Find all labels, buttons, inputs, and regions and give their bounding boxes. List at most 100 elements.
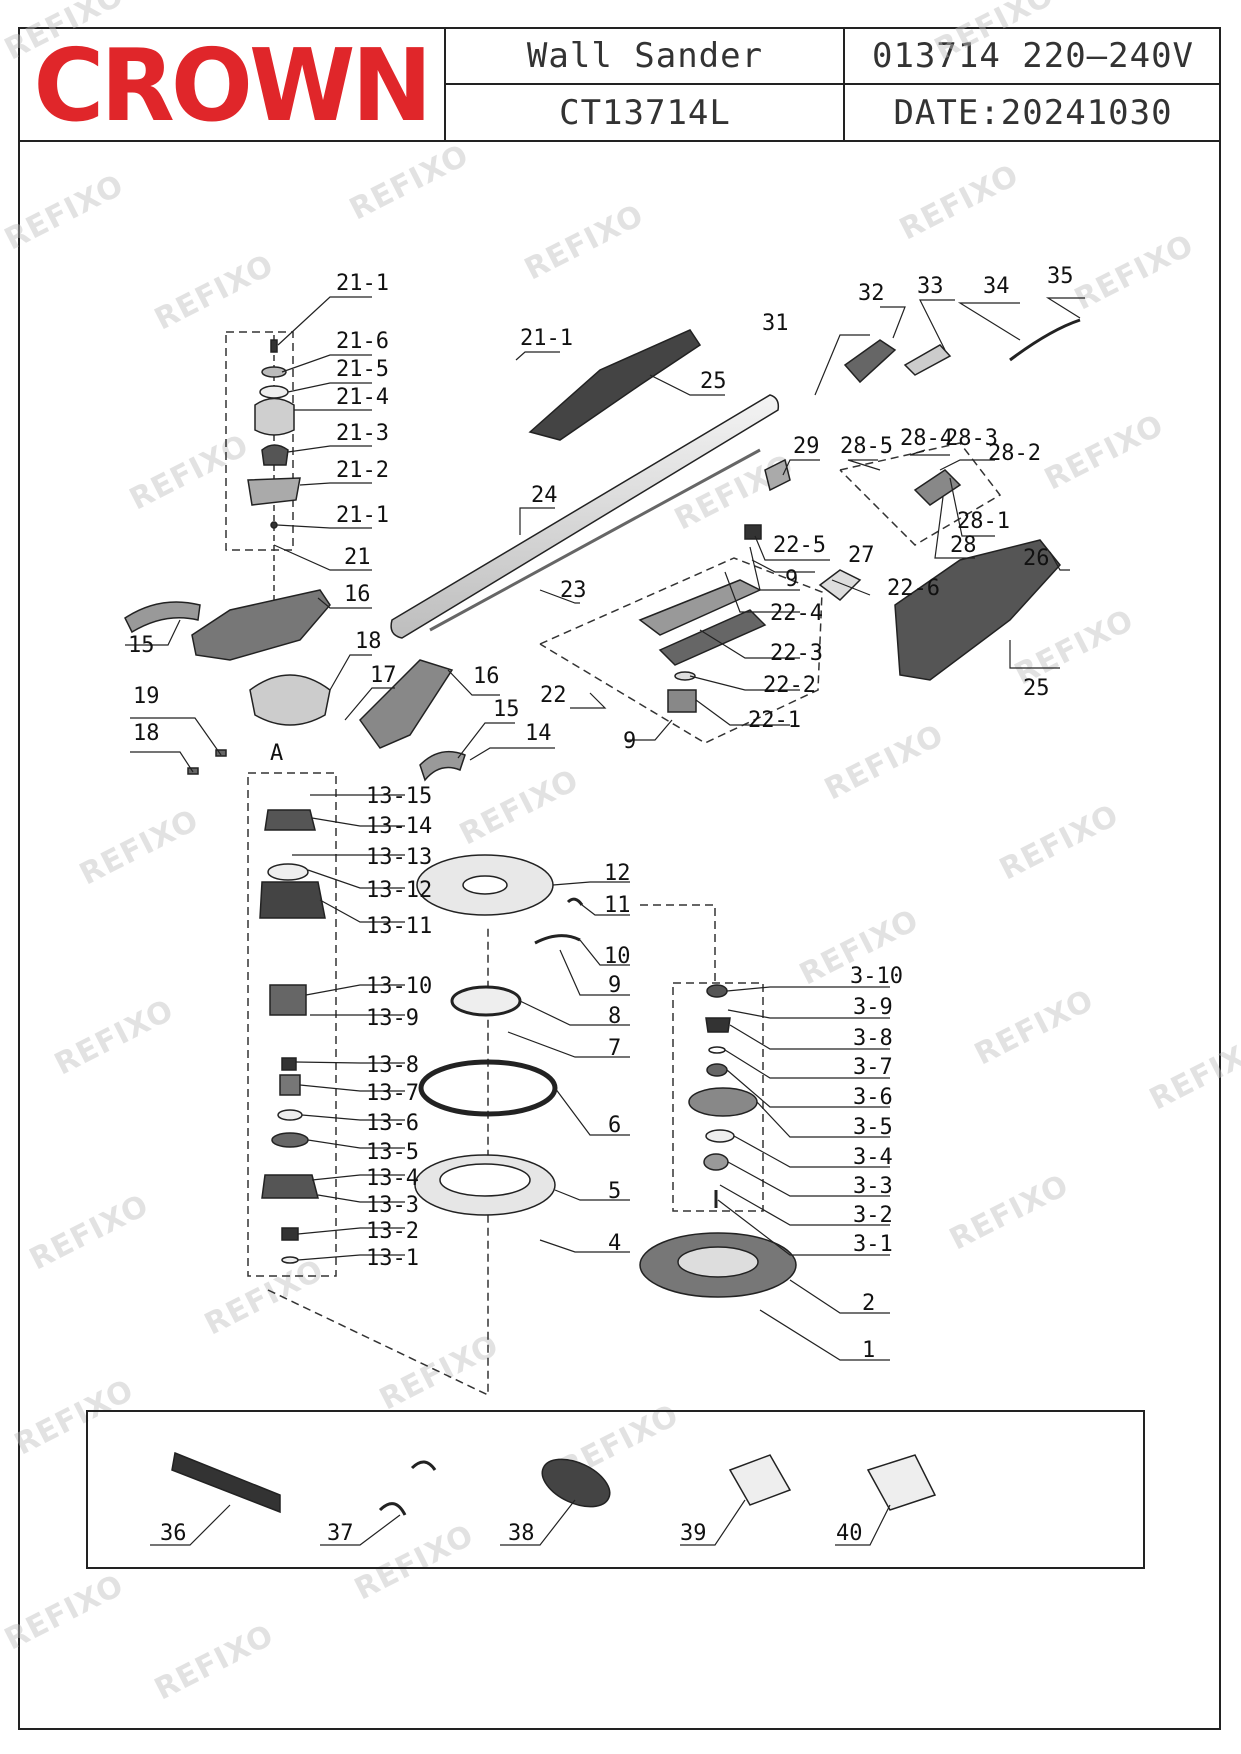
label-13-1: 13-1 <box>366 1246 419 1271</box>
label-26: 26 <box>1023 546 1050 571</box>
part-33-sleeve <box>903 344 952 376</box>
label-1: 1 <box>862 1338 875 1363</box>
part-16-housing <box>191 589 331 661</box>
part-3-5 <box>688 1087 758 1117</box>
part-13-14 <box>264 809 316 831</box>
label-25: 25 <box>700 369 727 394</box>
label-22-3: 22-3 <box>770 641 823 666</box>
part-11 <box>566 897 584 906</box>
label-28-4: 28-4 <box>900 426 953 451</box>
part-22-6-switch <box>818 569 862 601</box>
label-21-2: 21-2 <box>336 458 389 483</box>
part-group-3 <box>639 984 797 1298</box>
part-25-handle-top <box>528 329 702 441</box>
label-3-6: 3-6 <box>853 1085 893 1110</box>
part-3-10 <box>706 984 728 998</box>
label-37: 37 <box>327 1521 354 1546</box>
label-16: 16 <box>344 582 371 607</box>
part-37-clip-b <box>378 1502 407 1516</box>
part-21-5 <box>259 385 289 399</box>
label-33: 33 <box>917 274 944 299</box>
label-11: 11 <box>604 893 631 918</box>
part-group-center <box>414 854 584 1216</box>
label-13-9: 13-9 <box>366 1006 419 1031</box>
part-18-ring <box>249 674 331 726</box>
label-14: 14 <box>525 721 552 746</box>
product-name: Wall Sander <box>526 35 764 76</box>
label-9b: 9 <box>623 729 636 754</box>
label-22: 22 <box>540 683 567 708</box>
label-3-4: 3-4 <box>853 1145 893 1170</box>
label-10: 10 <box>604 944 631 969</box>
label-9c: 9 <box>608 973 621 998</box>
drawing-sheet-border <box>18 27 1221 1730</box>
label-15b: 15 <box>493 697 520 722</box>
label-3-3: 3-3 <box>853 1174 893 1199</box>
label-39: 39 <box>680 1521 707 1546</box>
group-box-22 <box>539 557 823 744</box>
label-13-5: 13-5 <box>366 1140 419 1165</box>
label-13-15: 13-15 <box>366 784 432 809</box>
label-2: 2 <box>862 1291 875 1316</box>
label-21-4: 21-4 <box>336 385 389 410</box>
part-15-hose <box>124 601 201 634</box>
label-3-9: 3-9 <box>853 995 893 1020</box>
label-40: 40 <box>836 1521 863 1546</box>
part-29 <box>764 458 791 492</box>
part-40-adapter <box>866 1454 937 1511</box>
leader-lines <box>125 296 1085 1546</box>
label-21-1c: 21-1 <box>520 326 573 351</box>
part-5-inner <box>439 1163 531 1197</box>
part-13-5 <box>271 1132 309 1148</box>
label-28-2: 28-2 <box>988 441 1041 466</box>
label-17: 17 <box>370 663 397 688</box>
label-34: 34 <box>983 274 1010 299</box>
part-21-2 <box>247 477 301 506</box>
part-3-4 <box>705 1129 735 1143</box>
label-3-1: 3-1 <box>853 1232 893 1257</box>
part-28-1 <box>913 469 962 506</box>
part-13-6 <box>277 1109 303 1121</box>
part-12-hole <box>462 875 508 895</box>
label-28-5: 28-5 <box>840 434 893 459</box>
label-22-1: 22-1 <box>748 708 801 733</box>
label-13-4: 13-4 <box>366 1166 419 1191</box>
part-19 <box>215 749 227 757</box>
label-21-5: 21-5 <box>336 357 389 382</box>
part-8-ring <box>450 985 522 1017</box>
label-3-10: 3-10 <box>850 964 903 989</box>
part-group-21 <box>247 335 301 600</box>
label-18: 18 <box>355 629 382 654</box>
part-21-3 <box>261 444 289 466</box>
link-line <box>640 904 716 985</box>
label-28-1: 28-1 <box>957 509 1010 534</box>
label-19: 19 <box>133 684 160 709</box>
label-25b: 25 <box>1023 676 1050 701</box>
part-37-clip <box>410 1460 437 1471</box>
part-22-2 <box>674 671 696 681</box>
label-13-8: 13-8 <box>366 1053 419 1078</box>
part-13-11 <box>259 881 326 919</box>
label-22-2: 22-2 <box>763 673 816 698</box>
part-39-adapter <box>728 1454 792 1506</box>
label-21-3: 21-3 <box>336 421 389 446</box>
label-13-6: 13-6 <box>366 1111 419 1136</box>
part-3-6 <box>706 1063 728 1077</box>
label-9: 9 <box>785 567 798 592</box>
label-13-10: 13-10 <box>366 974 432 999</box>
label-3-7: 3-7 <box>853 1055 893 1080</box>
label-36: 36 <box>160 1521 187 1546</box>
label-12: 12 <box>604 861 631 886</box>
label-13-3: 13-3 <box>366 1193 419 1218</box>
label-22-6: 22-6 <box>887 576 940 601</box>
part-16-cover <box>359 659 454 749</box>
label-6: 6 <box>608 1113 621 1138</box>
part-group-13 <box>259 809 326 1264</box>
part-21-1-screw <box>270 339 278 353</box>
part-13-7 <box>279 1074 301 1096</box>
part-13-2 <box>281 1227 299 1241</box>
part-13-10 <box>269 984 307 1016</box>
label-31: 31 <box>762 311 789 336</box>
label-16b: 16 <box>473 664 500 689</box>
part-group-16 <box>124 589 466 782</box>
